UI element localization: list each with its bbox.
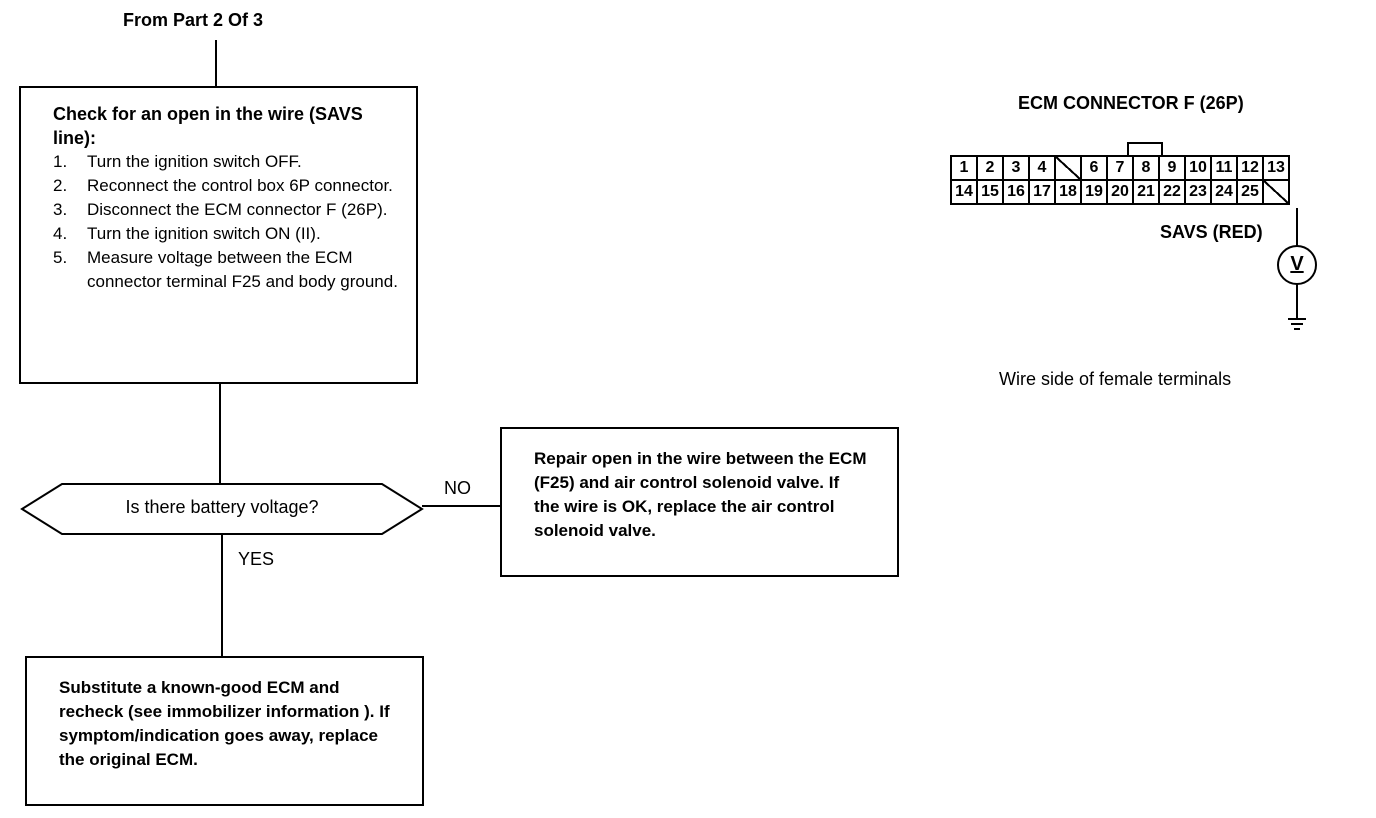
pin: 24 [1210, 179, 1238, 205]
pin: 22 [1158, 179, 1186, 205]
check-heading: Check for an open in the wire (SAVS line… [53, 104, 363, 148]
voltmeter-symbol: V [1290, 253, 1304, 275]
connector-bottom-row: 14 15 16 17 18 19 20 21 22 23 24 25 [950, 179, 1290, 205]
pin: 9 [1158, 155, 1186, 181]
pin: 7 [1106, 155, 1134, 181]
check-steps: 1.Turn the ignition switch OFF. 2.Reconn… [53, 150, 398, 294]
from-part-label: From Part 2 Of 3 [123, 10, 264, 30]
substitute-ecm-box: Substitute a known-good ECM and recheck … [25, 656, 424, 806]
connector-top-row: 1 2 3 4 6 7 8 9 10 11 12 13 [950, 155, 1290, 181]
pin: 3 [1002, 155, 1030, 181]
wire-label: SAVS (RED) [1160, 222, 1263, 242]
pin: 21 [1132, 179, 1160, 205]
pin: 14 [950, 179, 978, 205]
pin: 12 [1236, 155, 1264, 181]
pin: 19 [1080, 179, 1108, 205]
pin: 1 [950, 155, 978, 181]
decision-diamond [20, 483, 424, 535]
pin: 15 [976, 179, 1004, 205]
list-item: 3.Disconnect the ECM connector F (26P). [53, 200, 388, 219]
pin-f25: 25 [1236, 179, 1264, 205]
yes-label: YES [238, 549, 275, 569]
list-item: 2.Reconnect the control box 6P connector… [53, 176, 393, 195]
pin: 11 [1210, 155, 1238, 181]
repair-box: Repair open in the wire between the ECM … [500, 427, 899, 577]
pin: 17 [1028, 179, 1056, 205]
pin: 13 [1262, 155, 1290, 181]
ground-symbol-icon [1288, 318, 1306, 330]
pin: 8 [1132, 155, 1160, 181]
decision-label: Is there battery voltage? [125, 497, 319, 517]
pin-empty [1262, 179, 1290, 205]
list-item: 4.Turn the ignition switch ON (II). [53, 224, 321, 243]
pin: 4 [1028, 155, 1056, 181]
pin: 10 [1184, 155, 1212, 181]
pin-empty [1054, 155, 1082, 181]
pin: 16 [1002, 179, 1030, 205]
pin: 2 [976, 155, 1004, 181]
connector-caption: Wire side of female terminals [999, 369, 1232, 389]
pin: 18 [1054, 179, 1082, 205]
list-item: 5.Measure voltage between the ECM connec… [53, 248, 398, 291]
pin: 23 [1184, 179, 1212, 205]
list-item: 1.Turn the ignition switch OFF. [53, 152, 302, 171]
check-open-wire-box: Check for an open in the wire (SAVS line… [19, 86, 418, 384]
connector-title: ECM CONNECTOR F (26P) [1018, 93, 1244, 113]
no-label: NO [444, 478, 471, 498]
pin: 6 [1080, 155, 1108, 181]
ecm-connector-f-26p: 1 2 3 4 6 7 8 9 10 11 12 13 14 15 16 17 … [950, 155, 1290, 205]
pin: 20 [1106, 179, 1134, 205]
